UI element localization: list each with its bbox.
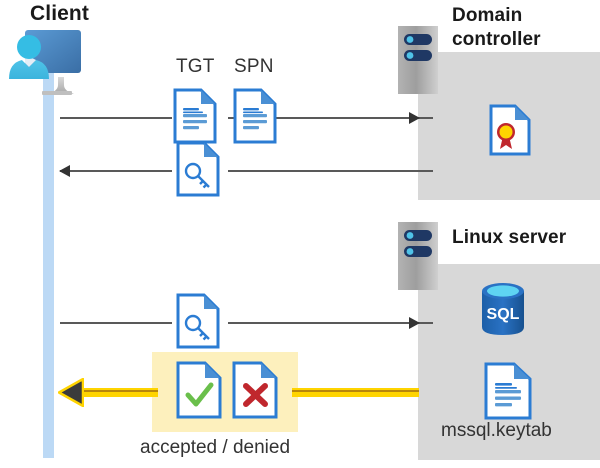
accepted-denied-caption: accepted / denied — [140, 437, 291, 458]
tgt-label: TGT — [176, 56, 215, 77]
arrowhead-to-linux-server — [409, 317, 420, 329]
flow-line-request-left — [60, 117, 172, 119]
client-title: Client — [30, 2, 89, 25]
result-arrowhead — [57, 377, 85, 408]
result-arrow-right-segment — [292, 388, 419, 397]
keytab-document-icon — [484, 362, 532, 425]
flow-line-present-left — [60, 322, 172, 324]
sql-label: SQL — [487, 306, 520, 323]
result-arrow-left-segment — [80, 388, 158, 397]
flow-line-request-right — [228, 117, 433, 119]
denied-document-icon — [232, 361, 278, 424]
arrowhead-to-domain-controller — [409, 112, 420, 124]
client-computer-icon — [6, 27, 101, 97]
certificate-document-icon — [489, 104, 531, 161]
tgt-document-icon — [173, 88, 217, 149]
flow-line-ticket-right — [228, 170, 433, 172]
domain-controller-title: Domain controller — [452, 5, 541, 50]
sql-database-icon: SQL — [477, 281, 529, 342]
client-lifeline — [43, 66, 54, 458]
keytab-filename-label: mssql.keytab — [441, 420, 552, 441]
ticket-key-document-icon — [176, 141, 220, 202]
linux-server-title: Linux server — [452, 227, 567, 248]
flow-line-present-right — [228, 322, 433, 324]
linux-server-icon — [398, 222, 438, 290]
spn-document-icon — [233, 88, 277, 149]
arrowhead-to-client — [59, 165, 70, 177]
domain-controller-server-icon — [398, 26, 438, 94]
spn-label: SPN — [234, 56, 274, 77]
flow-line-ticket-left — [60, 170, 172, 172]
accepted-document-icon — [176, 361, 222, 424]
service-ticket-key-document-icon — [176, 293, 220, 354]
